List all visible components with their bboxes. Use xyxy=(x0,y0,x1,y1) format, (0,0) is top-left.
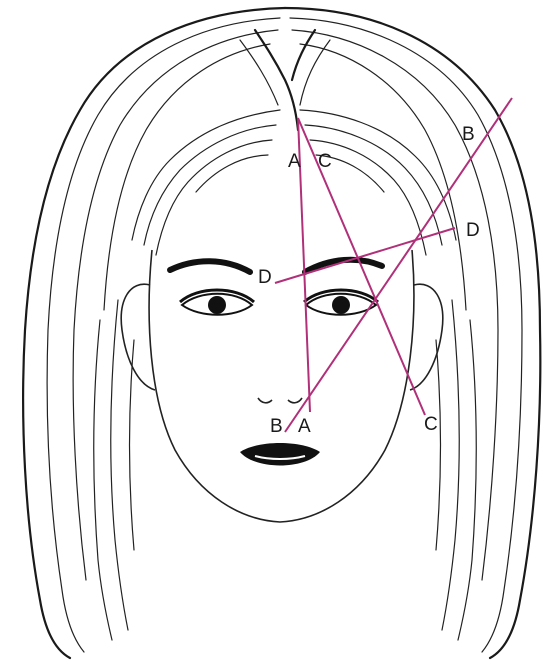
label-c-bottom: C xyxy=(424,414,438,435)
left-eye xyxy=(180,290,254,315)
label-a-top: A xyxy=(288,151,301,172)
hair-outline xyxy=(23,8,540,658)
left-eyebrow xyxy=(170,261,250,272)
label-c-top: C xyxy=(318,151,332,172)
label-b-bottom: B xyxy=(270,416,283,437)
label-d-right: D xyxy=(466,220,480,241)
label-b-top: B xyxy=(462,124,475,145)
mouth xyxy=(240,443,320,466)
label-d-left: D xyxy=(258,267,272,288)
label-a-bottom: A xyxy=(298,416,311,437)
nose xyxy=(258,398,302,403)
guide-lines xyxy=(275,98,512,432)
face-outline xyxy=(121,250,443,522)
